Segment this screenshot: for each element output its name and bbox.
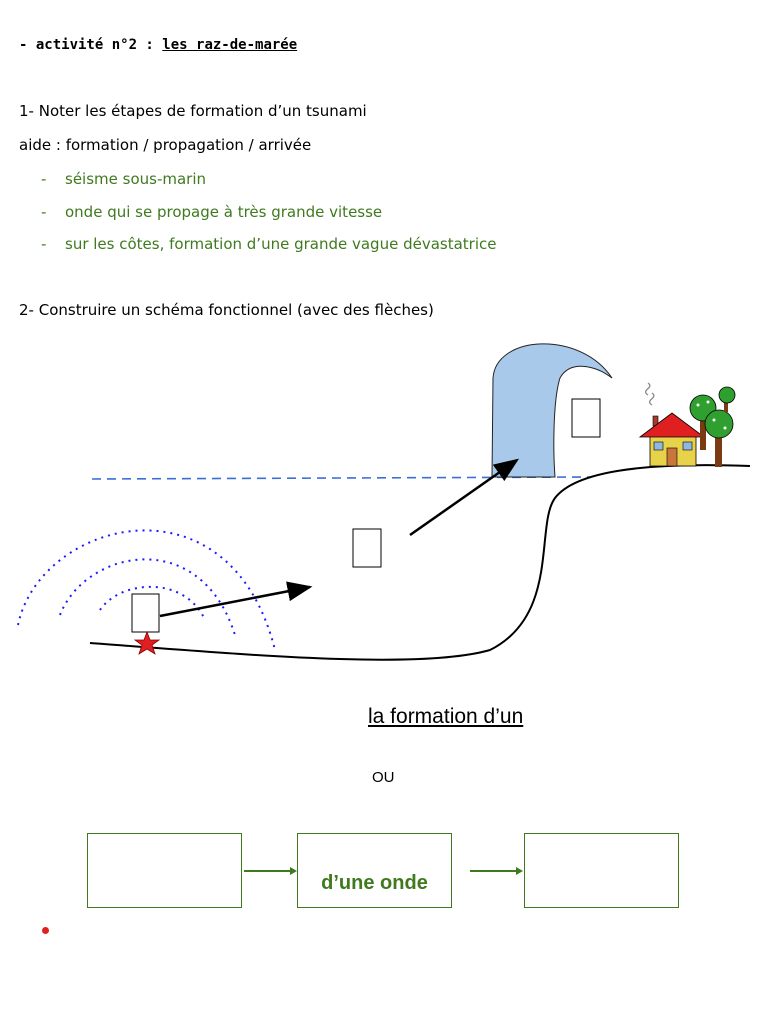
activity-title: - activité n°2 : les raz-de-marée <box>19 37 297 53</box>
label-box-epicenter <box>131 593 160 633</box>
sea-level-line <box>91 476 591 480</box>
giant-wave <box>491 343 613 478</box>
dash: - <box>41 235 47 253</box>
question-1: 1- Noter les étapes de formation d’un ts… <box>19 102 367 120</box>
answer-step-text: sur les côtes, formation d’une grande va… <box>65 235 497 253</box>
schema-arrow-2 <box>470 867 523 875</box>
answer-step-text: séisme sous-marin <box>65 170 207 188</box>
epicenter-star-icon <box>133 630 161 655</box>
arrow-arrival <box>409 458 520 537</box>
tree-icon <box>689 386 736 467</box>
arrow-propagation <box>159 581 313 618</box>
label-box-arrival <box>571 398 601 438</box>
aide-hint: aide : formation / propagation / arrivée <box>19 136 312 154</box>
schema-arrow-1 <box>244 867 297 875</box>
answer-step-3: -sur les côtes, formation d’une grande v… <box>41 235 496 253</box>
wave-arc-outer <box>17 529 276 651</box>
schema-box-1 <box>87 833 242 908</box>
bullet-point <box>42 927 49 934</box>
question-2: 2- Construire un schéma fonctionnel (ave… <box>19 301 434 319</box>
answer-step-2: -onde qui se propage à très grande vites… <box>41 203 382 221</box>
tsunami-diagram <box>17 343 751 661</box>
dash: - <box>41 203 47 221</box>
schema-heading: la formation d’un <box>368 705 524 728</box>
sea-floor-coast <box>89 464 751 661</box>
schema-box-2: d’une onde <box>297 833 452 908</box>
schema-box-3 <box>524 833 679 908</box>
label-box-propagation <box>352 528 382 568</box>
activity-name: les raz-de-marée <box>162 37 298 53</box>
answer-step-1: -séisme sous-marin <box>41 170 206 188</box>
wave-arc-middle <box>59 558 236 636</box>
activity-prefix: - activité n°2 : <box>19 37 163 53</box>
house-icon <box>638 382 706 467</box>
answer-step-text: onde qui se propage à très grande vitess… <box>65 203 383 221</box>
ou-label: OU <box>372 769 395 786</box>
dash: - <box>41 170 47 188</box>
